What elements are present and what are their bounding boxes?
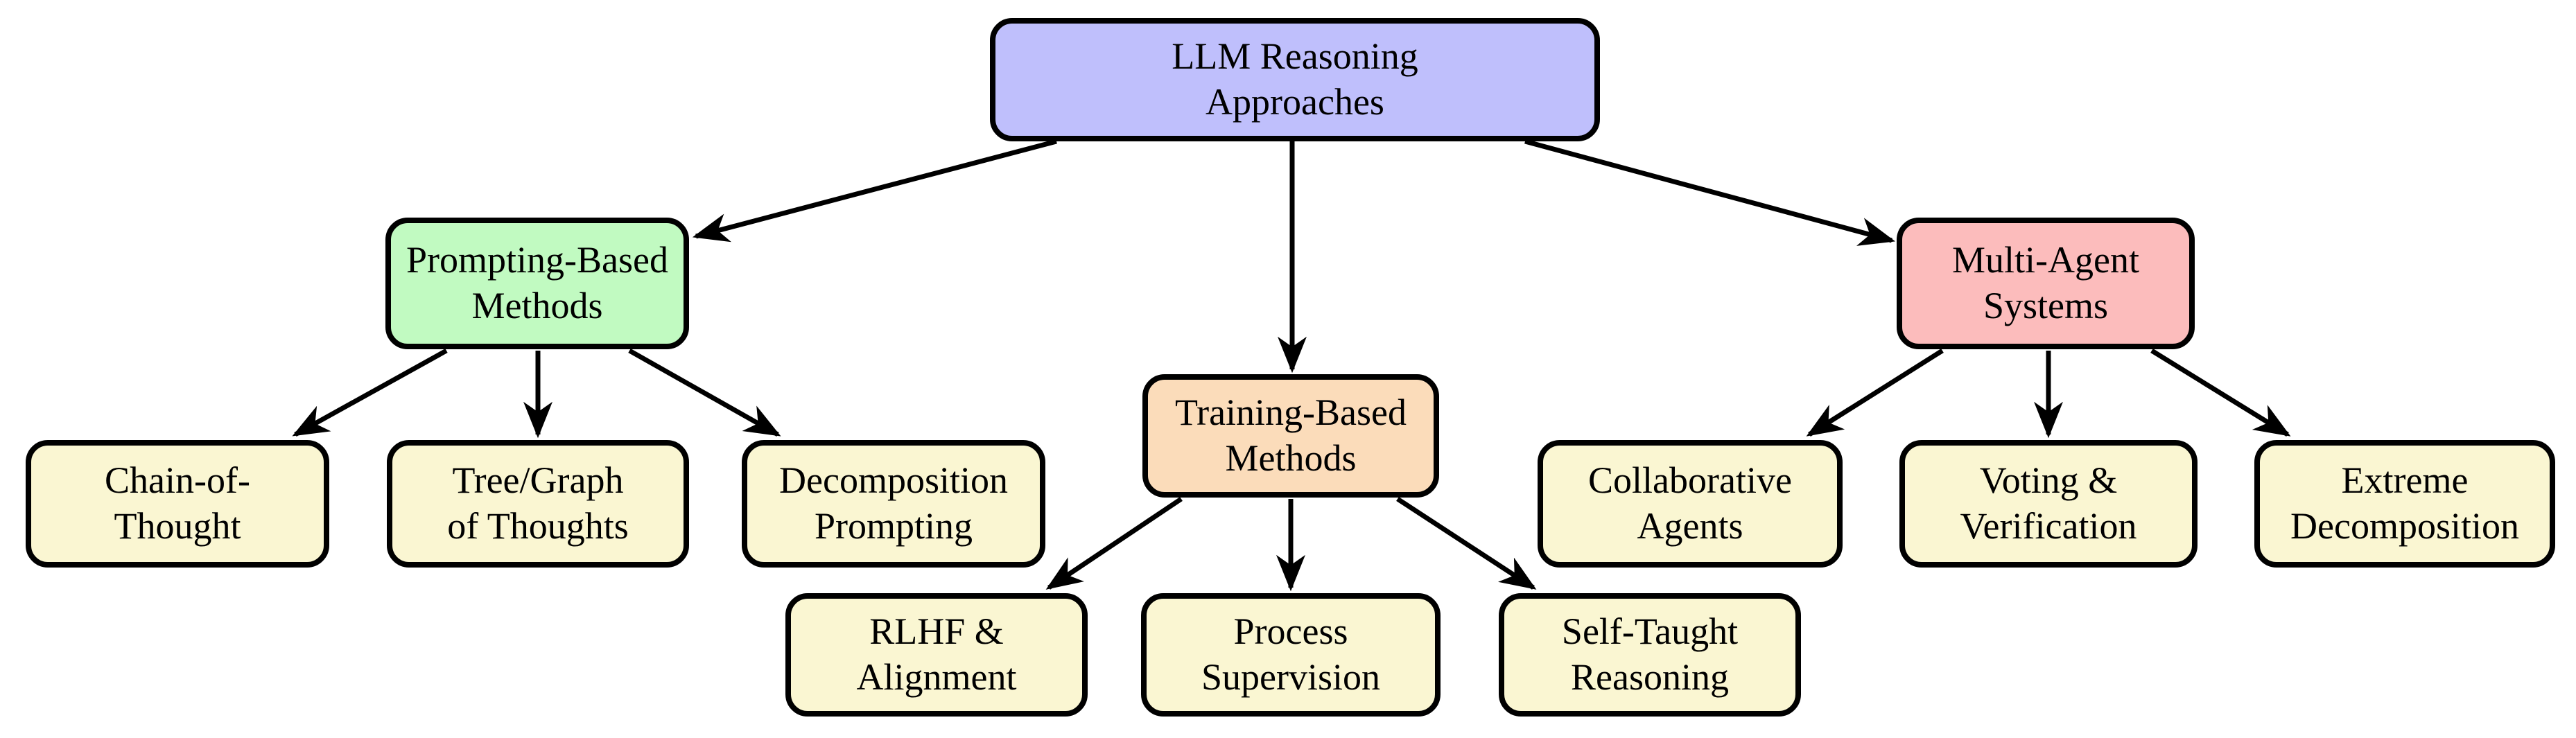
node-label-line: Approaches — [1206, 81, 1384, 123]
edge-prompting-decomp — [628, 348, 781, 437]
node-self-taught-reasoning: Self-Taught Reasoning — [1499, 593, 1801, 717]
edge-training-rlhf — [1045, 497, 1183, 590]
edge-root-prompting — [692, 139, 1057, 243]
node-label-line: of Thoughts — [447, 505, 629, 547]
node-training-based-methods: Training-Based Methods — [1142, 374, 1439, 498]
node-rlhf-alignment: RLHF & Alignment — [785, 593, 1088, 717]
node-label-line: Supervision — [1201, 656, 1380, 698]
node-voting-verification: Voting & Verification — [1899, 440, 2198, 568]
node-label-line: Thought — [114, 505, 241, 547]
node-chain-of-thought: Chain-of- Thought — [26, 440, 329, 568]
edge-training-selftaught — [1396, 497, 1537, 590]
node-multi-agent-systems: Multi-Agent Systems — [1897, 218, 2195, 349]
node-label-line: LLM Reasoning — [1172, 35, 1418, 78]
edge-root-multiagent — [1524, 139, 1896, 246]
node-label-line: RLHF & — [869, 610, 1004, 653]
node-label-line: Decomposition — [2290, 505, 2519, 547]
edge-prompting-cot — [292, 348, 448, 437]
node-extreme-decomposition: Extreme Decomposition — [2254, 440, 2555, 568]
node-process-supervision: Process Supervision — [1141, 593, 1441, 717]
node-tree-graph-of-thoughts: Tree/Graph of Thoughts — [387, 440, 689, 568]
node-label-line: Decomposition — [779, 459, 1008, 502]
node-collaborative-agents: Collaborative Agents — [1538, 440, 1843, 568]
node-label-line: Prompting — [814, 505, 973, 547]
node-label-line: Chain-of- — [105, 459, 250, 502]
node-label-line: Tree/Graph — [452, 459, 624, 502]
edge-multiagent-collab — [1806, 349, 1944, 437]
node-label-line: Methods — [1225, 437, 1357, 479]
node-prompting-based-methods: Prompting-Based Methods — [385, 218, 689, 349]
node-label-line: Collaborative — [1588, 459, 1792, 502]
node-llm-reasoning-approaches: LLM Reasoning Approaches — [990, 18, 1600, 141]
node-label-line: Process — [1233, 610, 1348, 653]
node-label-line: Verification — [1960, 505, 2137, 547]
node-label-line: Prompting-Based — [406, 239, 668, 281]
edge-multiagent-extreme — [2150, 349, 2291, 437]
node-label-line: Alignment — [856, 656, 1017, 698]
node-label-line: Agents — [1637, 505, 1743, 547]
node-label-line: Training-Based — [1175, 392, 1407, 434]
node-label-line: Methods — [471, 285, 603, 326]
node-label-line: Multi-Agent — [1952, 239, 2139, 281]
node-label-line: Systems — [1983, 285, 2109, 326]
node-label-line: Self-Taught — [1561, 610, 1739, 653]
node-label-line: Reasoning — [1571, 656, 1729, 698]
node-decomposition-prompting: Decomposition Prompting — [742, 440, 1045, 568]
node-label-line: Extreme — [2341, 459, 2469, 502]
node-label-line: Voting & — [1979, 459, 2118, 502]
